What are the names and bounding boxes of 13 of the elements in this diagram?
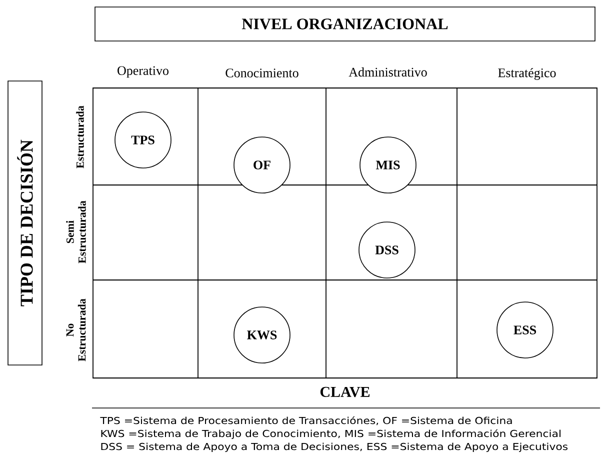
column-header: Estratégico — [498, 68, 556, 80]
title-box: NIVEL ORGANIZACIONAL — [94, 6, 596, 42]
column-header: Conocimiento — [226, 68, 298, 78]
key-heading: CLAVE — [320, 386, 370, 398]
key-text: DSS = Sistema de Apoyo a Toma de Decisiones, ESS =Sistema de Apoyo a Ejecutivos — [101, 442, 568, 452]
key-text: KWS =Sistema de Trabajo de Conocimiento, MIS =Sistema de Información Gerencial — [101, 429, 560, 439]
row-header: No Estructurada — [66, 298, 86, 362]
row-header: Estructurada — [76, 106, 84, 168]
column-header: Administrativo — [348, 67, 427, 77]
key-text: TPS =Sistema de Procesamiento de Transacciónes, OF =Sistema de Oficina — [100, 416, 512, 426]
row-header: Semi Estructurada — [66, 200, 86, 264]
column-header: Operativo — [118, 66, 168, 78]
title-box: TIPO DE DECISIÓN — [8, 80, 42, 366]
